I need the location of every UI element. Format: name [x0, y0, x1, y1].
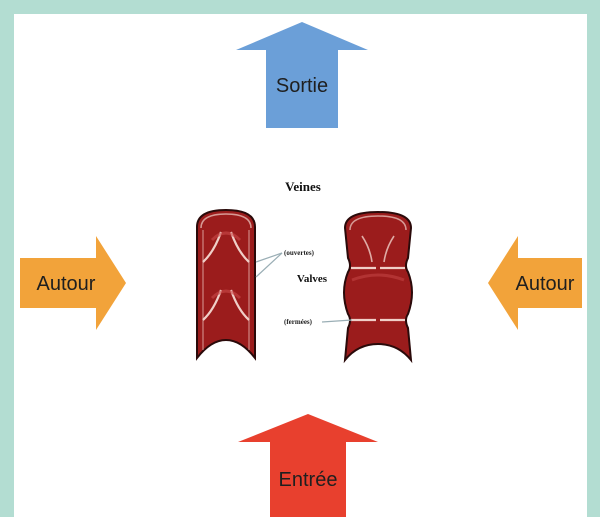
left-arrow-label: Autour — [37, 273, 96, 295]
left-surrounding-arrow: Autour — [20, 236, 126, 330]
open-valves-label: (ouvertes) — [284, 249, 315, 257]
right-arrow-shape — [488, 236, 582, 330]
closed-valves-label: (fermées) — [284, 318, 313, 326]
output-arrow-shape — [236, 22, 368, 128]
open-leader-line — [255, 252, 283, 263]
input-arrow-label: Entrée — [279, 469, 338, 491]
valves-label: Valves — [297, 273, 328, 285]
right-arrow-label: Autour — [516, 273, 575, 295]
input-arrow: Entrée — [238, 414, 378, 517]
closed-vein-body — [343, 210, 413, 364]
open-vein-illustration — [196, 208, 256, 361]
closed-vein-illustration — [343, 210, 413, 364]
veins-title: Veines — [285, 179, 321, 194]
input-arrow-shape — [238, 414, 378, 517]
closed-leader-line — [321, 319, 353, 323]
valve-annotations: (ouvertes) Valves (fermées) — [255, 249, 353, 326]
left-arrow-shape — [20, 236, 126, 330]
open-vein-body — [196, 208, 256, 361]
right-surrounding-arrow: Autour — [488, 236, 582, 330]
output-arrow-label: Sortie — [276, 75, 328, 97]
output-arrow: Sortie — [236, 22, 368, 128]
